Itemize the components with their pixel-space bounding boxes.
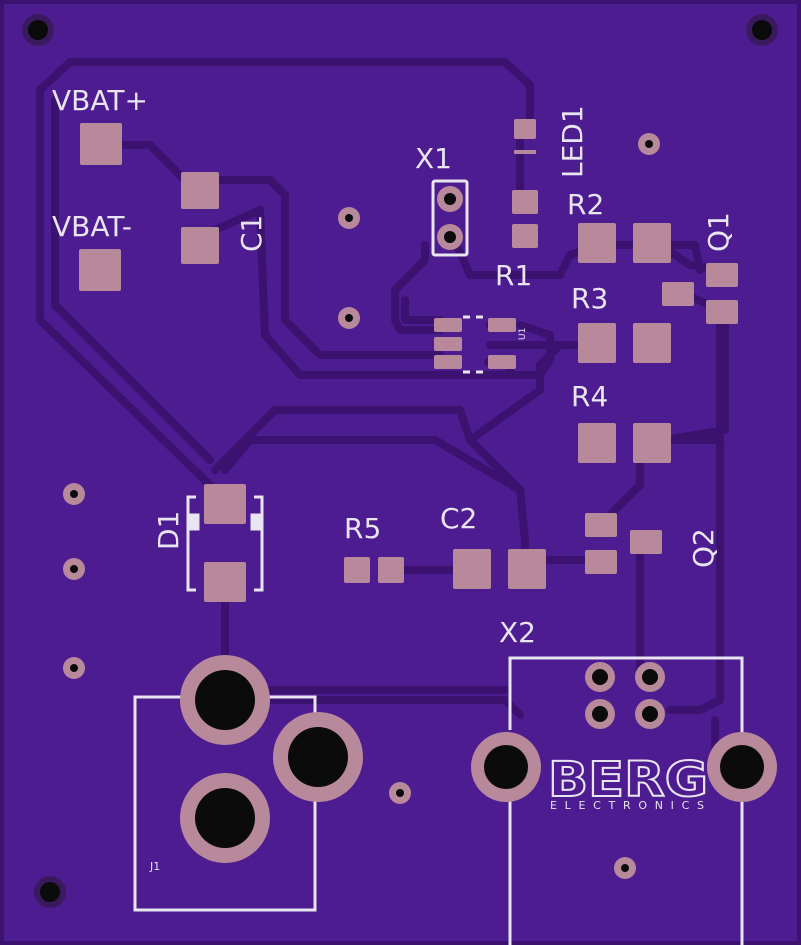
- label-r3: R3: [571, 282, 608, 315]
- label-q2: Q2: [687, 528, 720, 568]
- label-r5: R5: [344, 512, 381, 545]
- smd-pads: [79, 119, 738, 602]
- mounting-holes: [22, 14, 778, 908]
- label-j1: J1: [149, 860, 160, 873]
- label-u1: U1: [518, 328, 528, 340]
- vias: [63, 133, 660, 879]
- label-c2: C2: [440, 502, 477, 535]
- label-r4: R4: [571, 380, 608, 413]
- silkscreen-outlines: [133, 179, 744, 945]
- traces: [36, 58, 729, 764]
- label-x2: X2: [499, 616, 536, 649]
- berg-logo: BERG ELECTRONICS: [547, 751, 709, 812]
- label-q1: Q1: [702, 212, 735, 252]
- logo-main-text: BERG: [548, 752, 708, 808]
- label-vbat-plus: VBAT+: [52, 84, 148, 117]
- label-r1: R1: [495, 259, 532, 292]
- label-c1: C1: [235, 215, 268, 252]
- label-x1: X1: [415, 142, 452, 175]
- label-led1: LED1: [556, 105, 589, 178]
- label-d1: D1: [152, 511, 185, 550]
- through-hole-pads: [180, 186, 777, 863]
- label-vbat-minus: VBAT-: [52, 210, 132, 243]
- label-r2: R2: [567, 188, 604, 221]
